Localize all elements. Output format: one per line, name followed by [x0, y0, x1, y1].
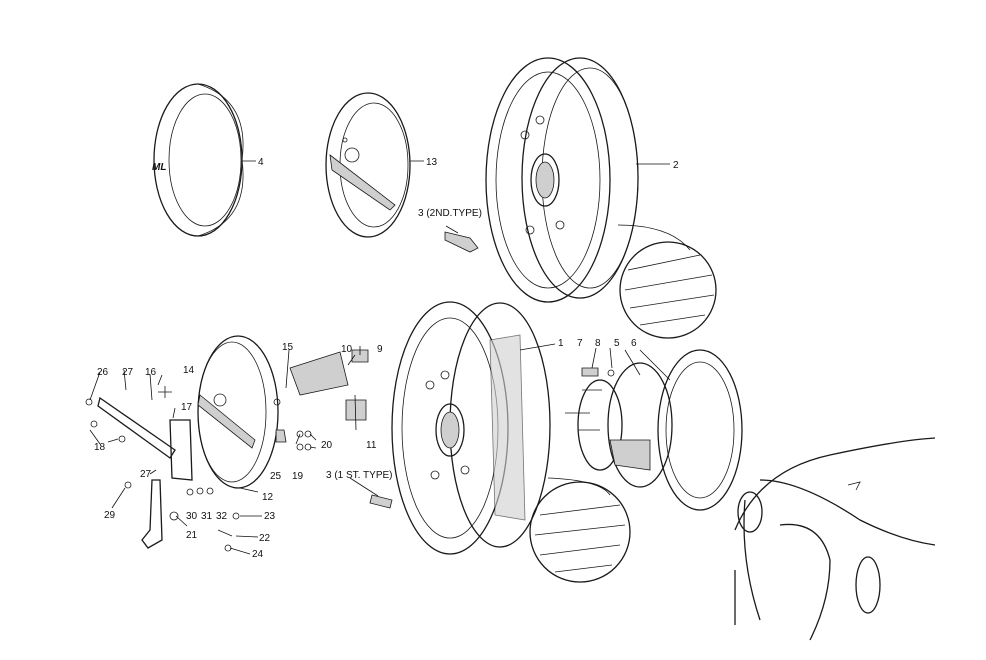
label-8: 8	[595, 338, 601, 349]
label-26: 26	[97, 367, 109, 378]
label-23: 23	[264, 511, 276, 522]
label-5: 5	[614, 338, 620, 349]
wheel-2nd-type	[485, 57, 717, 339]
spare-wheel-carrier	[85, 335, 393, 552]
label-29: 29	[104, 510, 116, 521]
car-rear-sketch	[734, 437, 936, 641]
label-22: 22	[259, 533, 271, 544]
valve-2nd-type	[444, 231, 479, 253]
label-30: 30	[186, 511, 198, 522]
label-24: 24	[252, 549, 264, 560]
ml-logo: ML	[152, 162, 166, 173]
label-2: 2	[673, 160, 679, 171]
hubcap-ml: ML	[152, 83, 244, 237]
wheel-1st-type	[391, 301, 631, 583]
label-3-1st-type: 3 (1 ST. TYPE)	[326, 470, 393, 481]
hubcap-plain	[325, 92, 411, 238]
label-17: 17	[181, 402, 193, 413]
label-31: 31	[201, 511, 213, 522]
label-11: 11	[366, 440, 377, 451]
label-6: 6	[631, 338, 637, 349]
label-15: 15	[282, 342, 294, 353]
label-14: 14	[183, 365, 195, 376]
label-3-2nd-type: 3 (2ND.TYPE)	[418, 208, 482, 219]
label-19: 19	[292, 471, 304, 482]
label-13: 13	[426, 157, 438, 168]
label-4: 4	[258, 157, 264, 168]
label-16: 16	[145, 367, 157, 378]
label-1: 1	[558, 338, 564, 349]
label-12: 12	[262, 492, 274, 503]
label-32: 32	[216, 511, 228, 522]
label-7: 7	[577, 338, 583, 349]
label-9: 9	[377, 344, 383, 355]
label-27-top: 27	[122, 367, 134, 378]
hub-and-gasket	[565, 349, 743, 511]
leader-lines	[89, 160, 671, 555]
label-10: 10	[341, 344, 353, 355]
label-18: 18	[94, 442, 106, 453]
label-20: 20	[321, 440, 333, 451]
label-27-bottom: 27	[140, 469, 152, 480]
label-21: 21	[186, 530, 198, 541]
part-labels: 4 13 2 3 (2ND.TYPE) 1 7 8 5 6 10 9 15 11…	[94, 157, 679, 560]
label-25: 25	[270, 471, 282, 482]
